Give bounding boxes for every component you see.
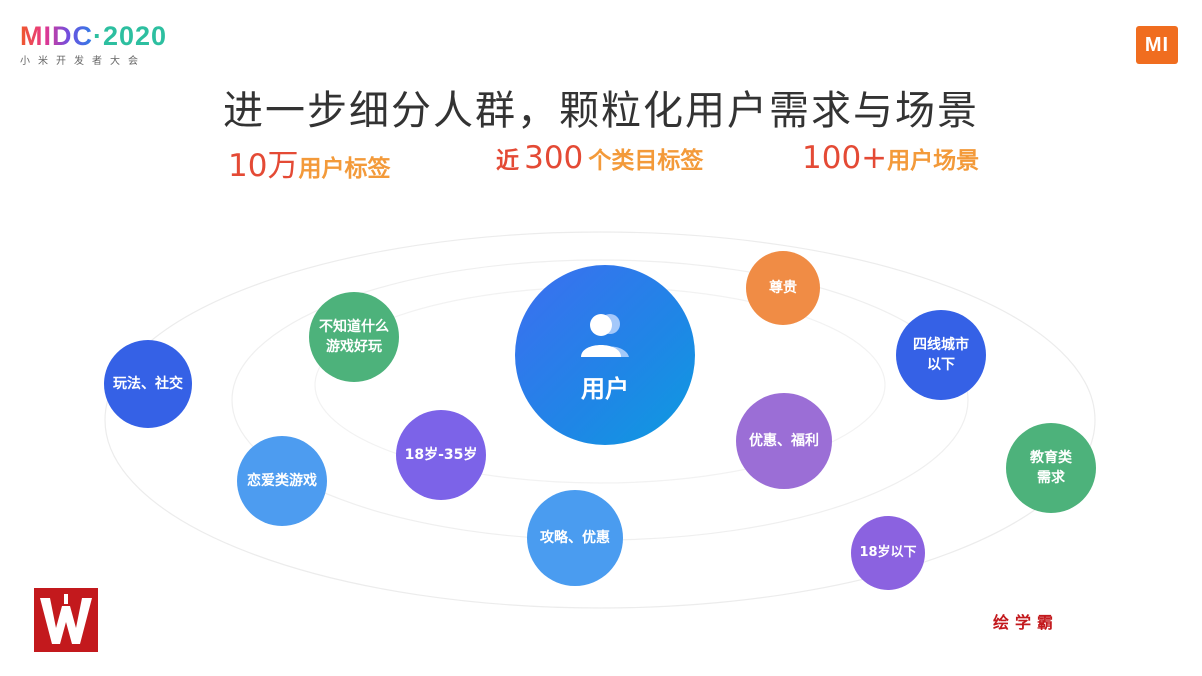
midc-logo: MIDC·2020 小米开发者大会 bbox=[20, 22, 167, 67]
bubble-text: 优惠、福利 bbox=[749, 433, 819, 449]
bubble-text: 教育类 需求 bbox=[1030, 450, 1072, 486]
w-logo-icon bbox=[34, 588, 98, 652]
w-brand-logo bbox=[34, 588, 98, 652]
bubble-text: 四线城市 以下 bbox=[913, 337, 969, 373]
center-label: 用户 bbox=[581, 375, 629, 403]
stat-label: 用户标签 bbox=[298, 156, 391, 182]
logo-midc: MIDC bbox=[20, 21, 93, 51]
bubble-unsure-games: 不知道什么 游戏好玩 bbox=[309, 292, 399, 382]
brand-text: 绘学霸 bbox=[993, 613, 1060, 632]
bubble-lower-tier-cities: 四线城市 以下 bbox=[896, 310, 986, 400]
bubble-age-18-35: 18岁-35岁 bbox=[396, 410, 486, 500]
stat-label: 个类目标签 bbox=[588, 148, 704, 174]
page-title: 进一步细分人群，颗粒化用户需求与场景 bbox=[223, 88, 979, 134]
stat-label: 用户场景 bbox=[887, 148, 980, 174]
bubble-text: 攻略、优惠 bbox=[540, 530, 610, 546]
bubble-text: 恋爱类游戏 bbox=[247, 473, 317, 489]
stat-number: 10万 bbox=[228, 148, 299, 184]
stat-user-tags: 10万用户标签 bbox=[228, 140, 390, 185]
bubble-education-needs: 教育类 需求 bbox=[1006, 423, 1096, 513]
mi-logo: MI bbox=[1136, 26, 1178, 64]
stat-prefix: 近 bbox=[496, 148, 519, 174]
bubble-text: 玩法、社交 bbox=[113, 376, 183, 392]
bubble-text: 18岁-35岁 bbox=[404, 447, 478, 463]
bubble-premium: 尊贵 bbox=[746, 251, 820, 325]
bubble-offers-benefits: 优惠、福利 bbox=[736, 393, 832, 489]
bubble-under-18: 18岁以下 bbox=[851, 516, 925, 590]
bubble-text: 尊贵 bbox=[769, 280, 797, 296]
logo-year: 2020 bbox=[103, 21, 168, 51]
bubble-gameplay-social: 玩法、社交 bbox=[104, 340, 192, 428]
stat-category-tags: 近 300 个类目标签 bbox=[496, 140, 703, 176]
logo-subtitle: 小米开发者大会 bbox=[20, 56, 146, 67]
bubble-guides-deals: 攻略、优惠 bbox=[527, 490, 623, 586]
user-group-icon bbox=[581, 314, 629, 357]
stat-number: 300 bbox=[524, 140, 584, 176]
bubble-text: 不知道什么 游戏好玩 bbox=[319, 319, 389, 355]
stat-user-scenes: 100+用户场景 bbox=[802, 140, 979, 176]
center-user-bubble: 用户 bbox=[515, 265, 695, 445]
bubble-text: 18岁以下 bbox=[859, 545, 917, 560]
stat-number: 100+ bbox=[802, 140, 888, 176]
bubble-romance-games: 恋爱类游戏 bbox=[237, 436, 327, 526]
logo-dot: · bbox=[93, 21, 103, 51]
